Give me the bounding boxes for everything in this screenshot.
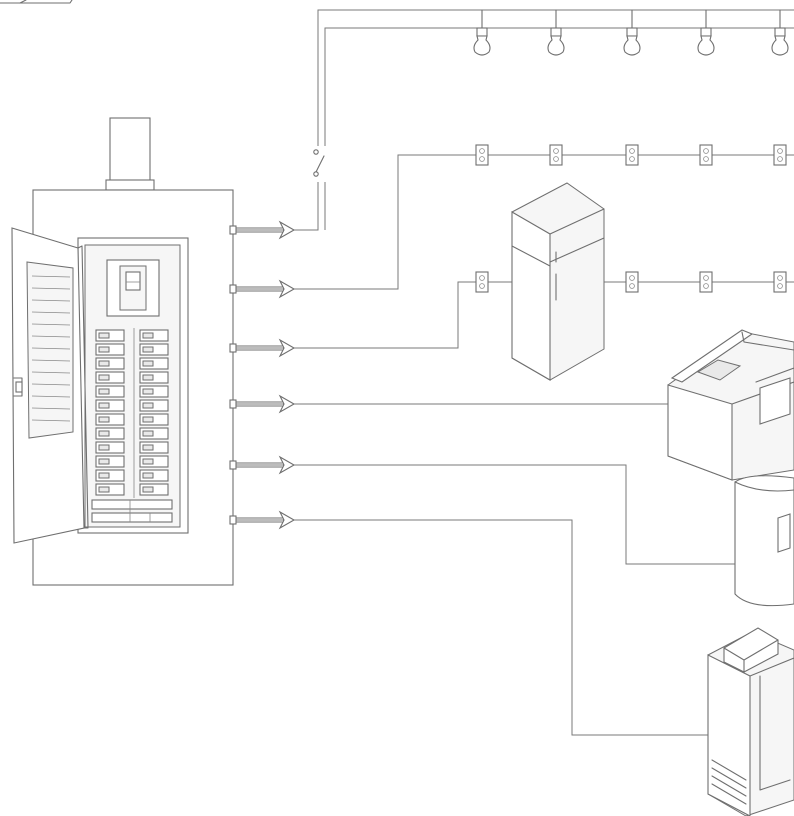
refrigerator	[512, 183, 604, 380]
outlet-icon	[700, 272, 712, 292]
light-bulb-icon	[548, 10, 564, 55]
breaker	[96, 330, 124, 341]
outlet-icon	[476, 145, 488, 165]
breaker	[96, 372, 124, 383]
washer-dryer	[668, 330, 794, 480]
service-conduit	[110, 118, 150, 182]
breaker	[140, 344, 168, 355]
breaker	[140, 386, 168, 397]
breaker	[140, 414, 168, 425]
breaker	[96, 428, 124, 439]
main-breaker	[107, 260, 159, 316]
breaker	[140, 330, 168, 341]
breaker	[140, 456, 168, 467]
light-bulb-icon	[772, 10, 788, 55]
outlet-icon	[700, 145, 712, 165]
breaker	[140, 358, 168, 369]
outlet-icon	[626, 272, 638, 292]
circuit-arrows	[230, 222, 294, 528]
breaker	[96, 442, 124, 453]
outlet-icon	[626, 145, 638, 165]
breaker	[140, 470, 168, 481]
breaker	[140, 372, 168, 383]
outlet-icon	[476, 272, 488, 292]
breaker	[96, 470, 124, 481]
outlet-icon	[550, 145, 562, 165]
breaker	[96, 414, 124, 425]
outlet-icon	[774, 272, 786, 292]
heater-access-panel	[778, 514, 790, 552]
furnace	[708, 628, 794, 816]
cropped-object	[0, 0, 72, 3]
breaker	[96, 386, 124, 397]
breaker	[140, 442, 168, 453]
conduit-collar	[106, 180, 154, 190]
light-bulb-icon	[474, 10, 490, 55]
breaker	[96, 358, 124, 369]
lighting-fixtures	[474, 10, 788, 55]
breaker	[96, 456, 124, 467]
light-bulb-icon	[624, 10, 640, 55]
water-heater	[735, 476, 794, 606]
wall-switch	[306, 146, 326, 182]
service-panel	[12, 118, 233, 585]
light-bulb-icon	[698, 10, 714, 55]
panel-door	[12, 228, 88, 543]
outlet-icon	[774, 145, 786, 165]
breaker	[140, 400, 168, 411]
breaker	[140, 484, 168, 495]
breaker	[140, 428, 168, 439]
breaker	[96, 400, 124, 411]
breaker	[96, 344, 124, 355]
breaker	[96, 484, 124, 495]
